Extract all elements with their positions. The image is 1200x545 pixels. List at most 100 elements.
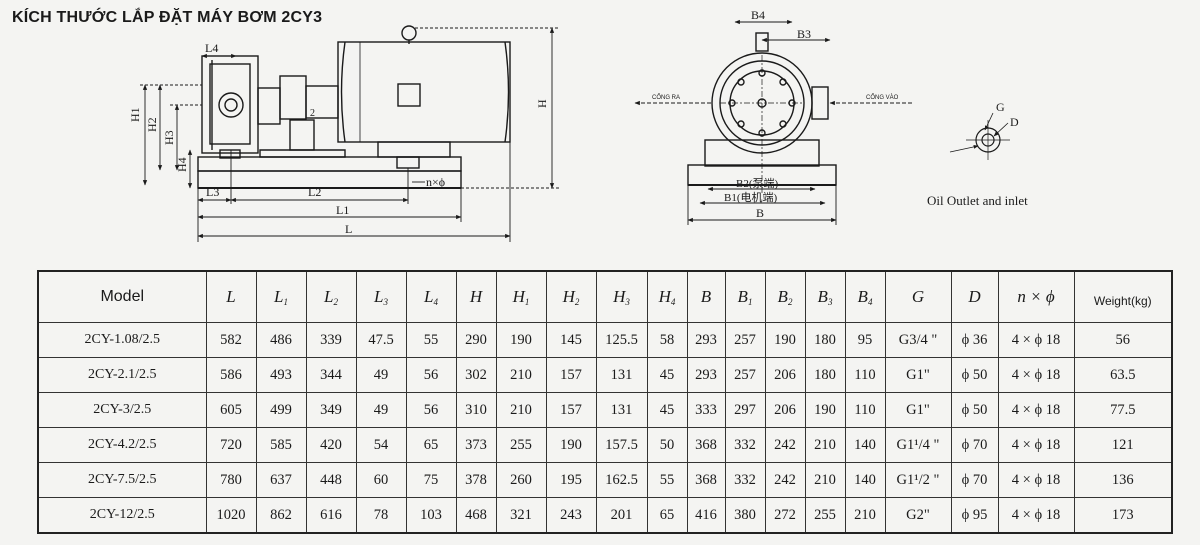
table-cell: 637 [255,462,307,498]
label-L2: L2 [308,185,321,199]
table-cell: 373 [455,427,497,463]
technical-drawing: L4 H1 H2 H3 H4 H L3 L2 L1 L n×ϕ 2 [128,8,1019,242]
column-header-label: D [968,287,981,306]
table-cell: G1¹/4 " [884,427,952,463]
table-cell: 4 × ϕ 18 [997,392,1075,428]
column-header-subscript: 2 [333,297,338,307]
table-cell: 55 [646,462,688,498]
table-cell: 63.5 [1073,357,1173,393]
table-cell: 210 [495,357,547,393]
label-H4: H4 [175,157,189,172]
table-cell: 157.5 [595,427,648,463]
table-cell: ϕ 70 [950,462,999,498]
port-detail [949,112,1010,160]
column-header: H3 [595,270,648,323]
label-H2: H2 [145,117,159,132]
label-G: G [996,100,1005,114]
column-header-label: Model [100,288,145,305]
table-cell: 380 [724,497,766,534]
column-header-subscript: 2 [787,297,793,307]
table-cell: 131 [595,357,648,393]
table-cell: 582 [205,322,257,358]
table-cell: 257 [724,357,766,393]
label-L1: L1 [336,203,349,217]
table-cell: ϕ 50 [950,392,999,428]
column-header-subscript: 1 [524,297,530,307]
label-L4: L4 [205,41,218,55]
table-cell: 255 [495,427,547,463]
label-H3: H3 [162,130,176,145]
label-D: D [1010,115,1019,129]
table-cell: 131 [595,392,648,428]
table-cell: 65 [405,427,457,463]
table-cell: 448 [305,462,357,498]
table-cell: 50 [646,427,688,463]
table-cell: 416 [686,497,726,534]
column-header-subscript: 3 [383,297,388,307]
table-cell: 206 [764,357,806,393]
column-header-label: G [911,287,925,306]
table-cell: 56 [405,392,457,428]
table-cell: 332 [724,427,766,463]
column-header-label: L [374,287,384,306]
table-cell: 77.5 [1073,392,1173,428]
column-header-subscript: 1 [747,297,753,307]
table-cell: 293 [686,357,726,393]
front-view [687,32,837,195]
table-cell: 75 [405,462,457,498]
column-header: G [884,270,952,323]
column-header: H4 [646,270,688,323]
model-cell: 2CY-2.1/2.5 [37,357,207,393]
table-cell: 780 [205,462,257,498]
table-cell: 45 [646,357,688,393]
table-cell: 162.5 [595,462,648,498]
label-B2: B2(泵端) [736,177,778,190]
column-header-label: L [226,287,236,306]
table-cell: 605 [205,392,257,428]
label-L3: L3 [206,185,219,199]
column-header: B [686,270,726,323]
table-cell: 1020 [205,497,257,534]
table-cell: 862 [255,497,307,534]
table-cell: 493 [255,357,307,393]
table-cell: 95 [844,322,886,358]
table-cell: 140 [844,427,886,463]
column-header-subscript: 4 [433,297,438,307]
table-cell: 242 [764,427,806,463]
table-cell: 55 [405,322,457,358]
column-header-subscript: 3 [827,297,833,307]
table-cell: 47.5 [355,322,407,358]
table-cell: 140 [844,462,886,498]
table-cell: 110 [844,392,886,428]
model-cell: 2CY-1.08/2.5 [37,322,207,358]
table-cell: 65 [646,497,688,534]
table-cell: 145 [545,322,597,358]
table-cell: 180 [804,322,846,358]
column-header: Model [37,270,207,323]
table-cell: 49 [355,392,407,428]
table-cell: 173 [1073,497,1173,534]
table-cell: 206 [764,392,806,428]
label-n-phi: n×ϕ [426,175,445,189]
front-view-labels: B4 B3 CỔNG RA CỔNG VÀO B2(泵端) B1(电机端) B [652,8,899,220]
table-cell: G1¹/2 " [884,462,952,498]
table-cell: 201 [595,497,648,534]
table-cell: ϕ 36 [950,322,999,358]
table-cell: 486 [255,322,307,358]
table-cell: 4 × ϕ 18 [997,497,1075,534]
table-cell: 243 [545,497,597,534]
column-header-label: H [562,287,575,306]
table-cell: ϕ 70 [950,427,999,463]
table-cell: 616 [305,497,357,534]
model-cell: 2CY-4.2/2.5 [37,427,207,463]
table-cell: 210 [804,427,846,463]
table-cell: 157 [545,357,597,393]
table-cell: ϕ 95 [950,497,999,534]
table-cell: 157 [545,392,597,428]
table-cell: 302 [455,357,497,393]
table-cell: 78 [355,497,407,534]
table-cell: 4 × ϕ 18 [997,357,1075,393]
table-cell: 272 [764,497,806,534]
